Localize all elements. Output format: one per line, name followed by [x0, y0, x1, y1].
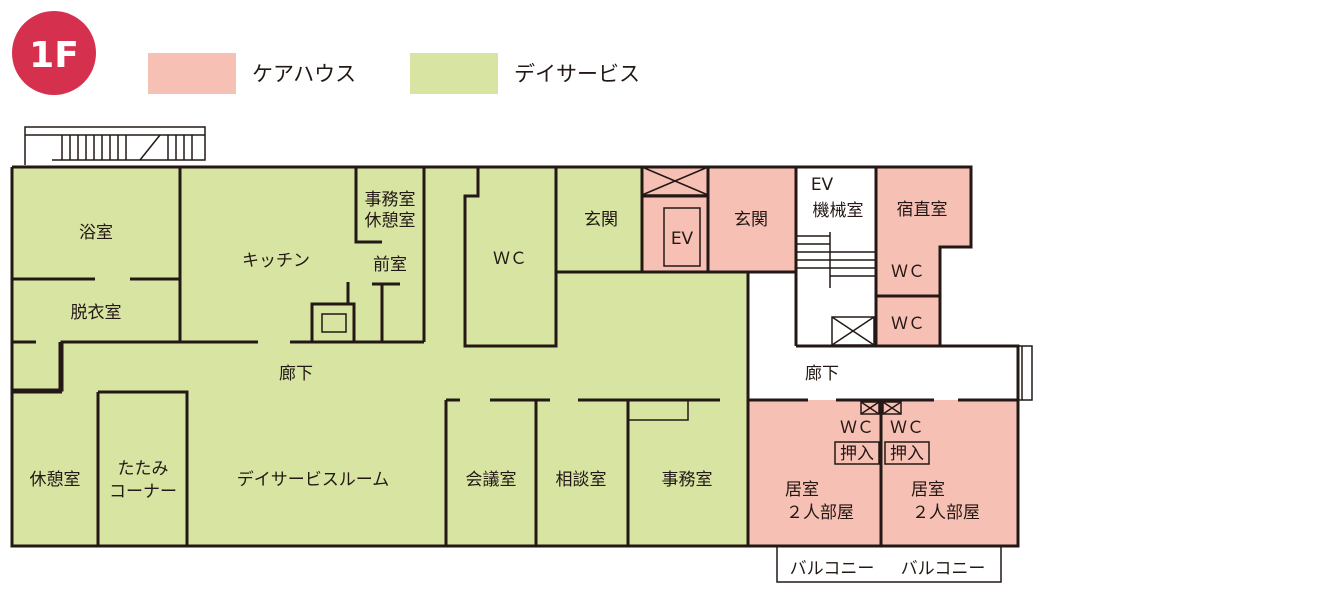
label-kitchen: キッチン	[242, 251, 310, 271]
label-meeting: 会議室	[466, 470, 517, 490]
label-anteroom: 前室	[373, 255, 407, 275]
stairs-top	[24, 126, 206, 165]
label-ev-machine-1: EV	[811, 175, 834, 195]
label-wc-res-1: ＷＣ	[840, 418, 874, 438]
label-ev-machine-2: 機械室	[813, 201, 864, 221]
label-wc-res-2: ＷＣ	[890, 418, 924, 438]
label-office: 事務室	[662, 470, 713, 490]
legend-label-care-house: ケアハウス	[252, 62, 356, 86]
label-res-a-2: ２人部屋	[786, 503, 854, 523]
label-tatami-1: たたみ	[118, 459, 169, 479]
label-office-rest-2: 休憩室	[365, 211, 416, 231]
label-res-b-1: 居室	[911, 480, 945, 500]
label-corridor-day: 廊下	[279, 364, 313, 384]
label-entrance-day: 玄関	[584, 210, 618, 230]
label-corridor-care: 廊下	[805, 364, 839, 384]
day-service-area	[12, 167, 748, 546]
legend-label-day-service: デイサービス	[514, 62, 640, 86]
label-day-service-room: デイサービスルーム	[237, 469, 390, 490]
label-balcony-1: バルコニー	[790, 559, 875, 579]
label-wc-care-2: ＷＣ	[891, 314, 925, 334]
room-labels: 浴室 脱衣室 キッチン 事務室 休憩室 前室 ＷＣ 玄関 EV 玄関 EV 機械…	[30, 175, 986, 579]
label-res-a-1: 居室	[785, 480, 819, 500]
label-rest-room: 休憩室	[30, 470, 81, 490]
label-balcony-2: バルコニー	[901, 559, 986, 579]
label-night-duty: 宿直室	[897, 200, 948, 220]
label-dressing: 脱衣室	[71, 303, 122, 323]
fixture-details	[321, 166, 1033, 583]
label-wc-care-1: ＷＣ	[891, 262, 925, 282]
floor-badge	[12, 11, 96, 95]
label-closet-2: 押入	[890, 444, 924, 464]
label-closet-1: 押入	[840, 444, 874, 464]
interior-walls	[12, 167, 940, 546]
label-res-b-2: ２人部屋	[912, 503, 980, 523]
label-bath: 浴室	[79, 223, 113, 243]
floor-badge-label: 1F	[29, 35, 79, 76]
label-tatami-2: コーナー	[109, 482, 177, 502]
legend-swatch-care-house	[148, 53, 236, 94]
label-wc-day: ＷＣ	[493, 249, 527, 269]
label-consult: 相談室	[556, 470, 607, 490]
label-office-rest-1: 事務室	[365, 190, 416, 210]
label-ev: EV	[671, 229, 694, 249]
legend-swatch-day-service	[410, 53, 498, 94]
label-entrance-care: 玄関	[734, 210, 768, 230]
